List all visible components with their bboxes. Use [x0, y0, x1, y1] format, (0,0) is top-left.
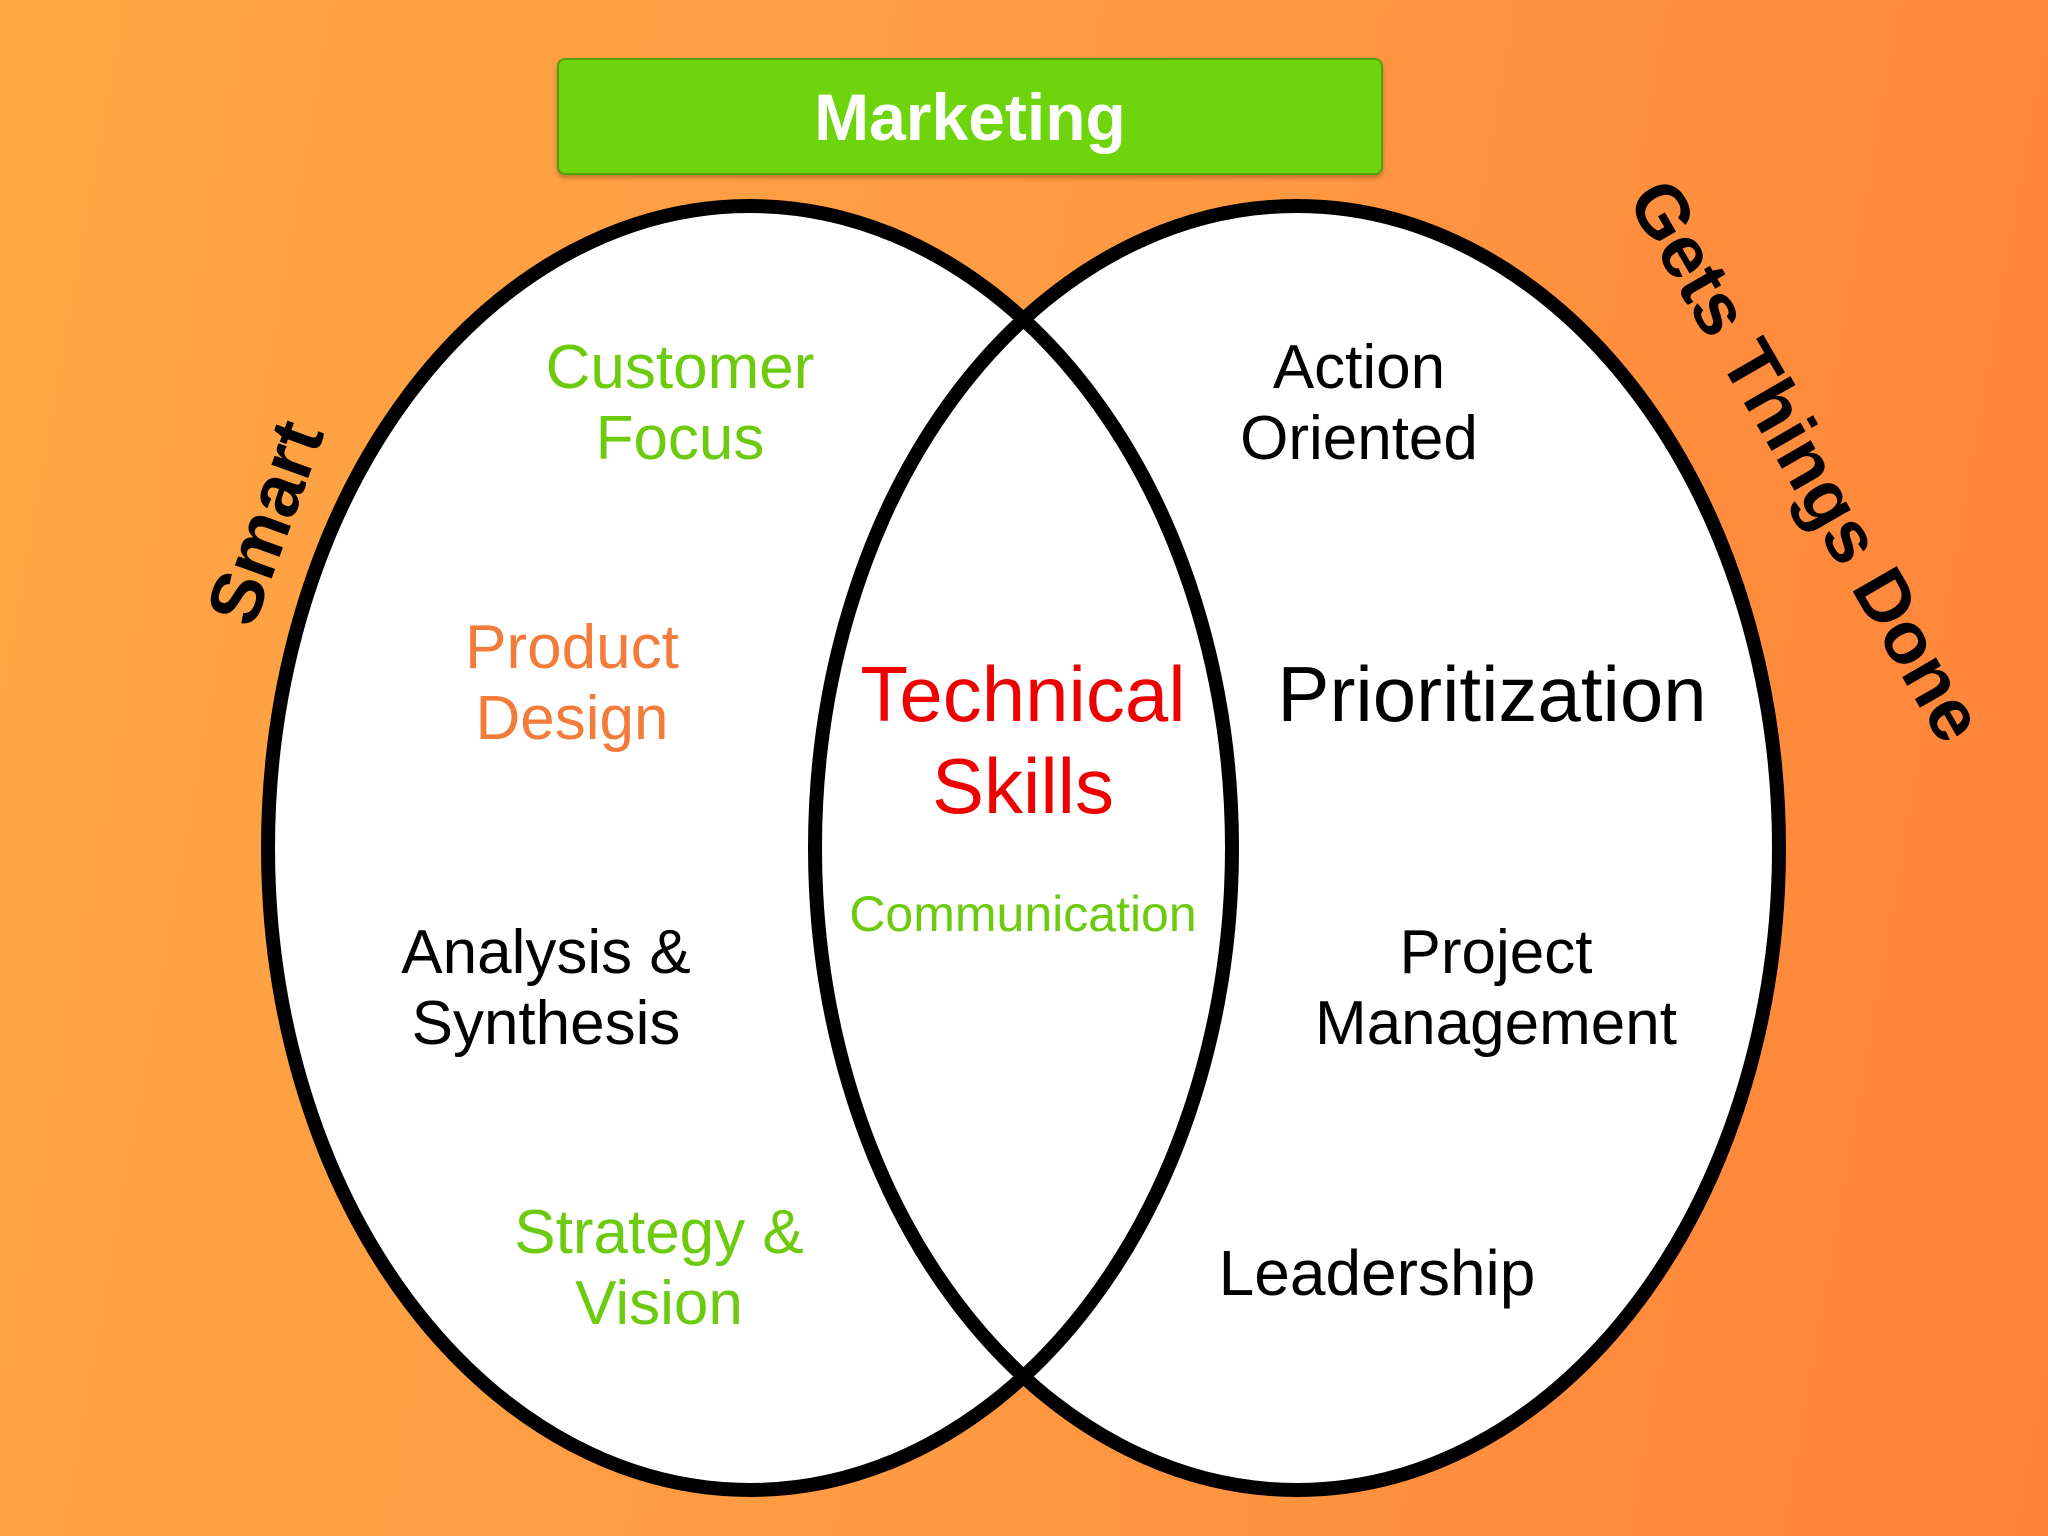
analysis-synthesis-label: Analysis & Synthesis: [401, 918, 691, 1059]
left-circle: [261, 199, 1239, 1497]
project-management-label: Project Management: [1315, 918, 1677, 1059]
right-circle-fill: [815, 206, 1779, 1490]
marketing-title: Marketing: [557, 58, 1383, 175]
technical-skills-label: Technical Skills: [860, 650, 1186, 831]
communication-label: Communication: [849, 886, 1197, 942]
strategy-vision-label: Strategy & Vision: [514, 1198, 804, 1339]
leadership-label: Leadership: [1218, 1237, 1536, 1309]
customer-focus-label: Customer Focus: [545, 333, 815, 474]
action-oriented-label: Action Oriented: [1240, 333, 1478, 474]
prioritization-label: Prioritization: [1277, 650, 1707, 738]
right-circle: [808, 199, 1786, 1497]
product-design-label: Product Design: [465, 613, 679, 754]
